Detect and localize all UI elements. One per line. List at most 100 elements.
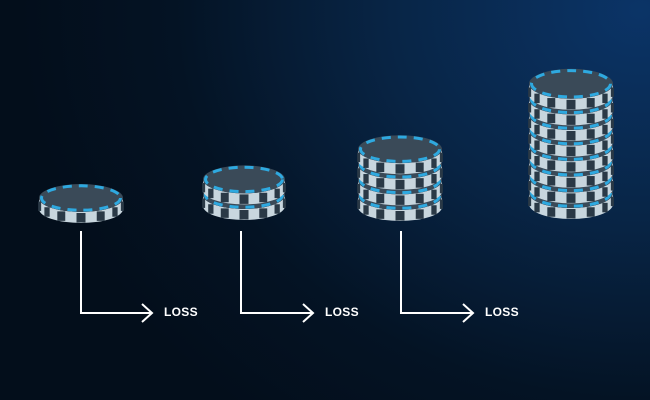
chip-stripe xyxy=(202,182,206,193)
loss-arrow-2 xyxy=(240,231,315,323)
chip-stripe xyxy=(528,103,532,113)
chip-stripe xyxy=(534,109,540,119)
chip-stripe xyxy=(528,181,532,191)
chip-stripe xyxy=(534,187,540,197)
chip-side-stripes xyxy=(38,201,124,223)
chip-stripe xyxy=(566,131,576,141)
chip-stripe xyxy=(363,205,369,215)
chip-stripe xyxy=(357,152,361,163)
chip-stripe xyxy=(282,198,286,208)
chip-stripe xyxy=(566,99,576,110)
arrow-head xyxy=(462,303,475,323)
chip-stripe xyxy=(202,198,206,208)
chip-stripe xyxy=(357,168,361,178)
chip-stripe xyxy=(528,165,532,175)
chip-stripe xyxy=(602,187,608,197)
chip-stripe xyxy=(610,149,614,160)
chip-side-stripes xyxy=(528,181,614,203)
chip-stripe xyxy=(208,204,214,214)
chip-stripe xyxy=(547,191,556,202)
chip-stripe xyxy=(363,189,369,200)
chip-side-stripes xyxy=(528,134,614,157)
chip-top xyxy=(39,184,123,212)
chip-stripe xyxy=(57,211,66,221)
chip-stripe xyxy=(534,171,540,182)
chip-stripe xyxy=(76,213,86,223)
chip-stack-2 xyxy=(202,165,286,220)
chip-accent-ring xyxy=(530,69,612,99)
chip-stripe xyxy=(610,87,614,97)
chip-stripe xyxy=(395,211,405,221)
chip-stripe xyxy=(239,194,249,204)
chip-stripe xyxy=(566,193,576,203)
chip-stripe xyxy=(566,177,576,188)
arrow-head xyxy=(141,303,154,323)
chip-stripe xyxy=(547,144,556,155)
chip-side-stripes xyxy=(357,183,443,205)
chip-stripe xyxy=(431,158,437,168)
chip-stripe xyxy=(415,193,424,204)
chip-stripe xyxy=(363,174,369,184)
chip-side-stripes xyxy=(357,168,443,190)
chip-stripe xyxy=(439,152,443,163)
chip-stripe xyxy=(534,140,540,150)
chip-stripe xyxy=(282,182,286,193)
chip-stripe xyxy=(602,171,608,182)
chip-stripe xyxy=(586,191,595,202)
chip-side-stripes xyxy=(528,118,614,141)
loss-label-3: LOSS xyxy=(485,305,519,319)
chip-stripe xyxy=(610,118,614,129)
chip-stripe xyxy=(547,176,556,186)
chip-stripe xyxy=(376,178,385,188)
chip-stripe xyxy=(220,192,229,203)
chip-stripe xyxy=(586,144,595,155)
chip-side-stripes xyxy=(357,199,443,221)
chip-side-stripes xyxy=(528,165,614,188)
chip-stripe xyxy=(610,165,614,175)
chip-side-stripes xyxy=(202,198,286,220)
chip-stripe xyxy=(363,158,369,168)
poker-chip xyxy=(357,135,443,175)
chip-stripe xyxy=(431,205,437,215)
chip-stripe xyxy=(602,202,608,213)
chip-stripe xyxy=(259,192,268,203)
chip-stripe xyxy=(239,210,249,220)
chip-side-stripes xyxy=(202,182,286,204)
arrow-line xyxy=(80,231,152,314)
chip-stripe xyxy=(586,176,595,186)
chip-stripe xyxy=(610,181,614,191)
chip-stripe xyxy=(96,211,105,221)
chip-side-stripes xyxy=(528,103,614,125)
poker-chip xyxy=(528,68,614,110)
poker-chip xyxy=(202,165,286,205)
loss-arrow-3 xyxy=(400,231,475,323)
chip-stripe xyxy=(112,207,118,217)
chip-stripe xyxy=(586,113,595,124)
chip-stripe xyxy=(602,140,608,150)
chip-accent-ring xyxy=(359,135,441,163)
chip-stripe xyxy=(534,156,540,166)
chip-stripe xyxy=(602,156,608,166)
chip-stripe xyxy=(395,195,405,205)
chip-stripe xyxy=(395,164,405,174)
chip-stripe xyxy=(586,160,595,170)
chip-stripe xyxy=(602,93,608,104)
chip-stripe xyxy=(431,189,437,200)
chip-stripe xyxy=(610,134,614,144)
chip-stack-3 xyxy=(357,135,443,221)
chip-stripe xyxy=(528,149,532,160)
poker-chip xyxy=(38,184,124,223)
chip-stripe xyxy=(38,201,42,211)
loss-label-2: LOSS xyxy=(325,305,359,319)
chip-stripe xyxy=(528,134,532,144)
chip-side-stripes xyxy=(357,152,443,174)
chip-stripe xyxy=(259,208,268,218)
chip-stripe xyxy=(208,188,214,199)
chip-stripe xyxy=(431,174,437,184)
chip-top xyxy=(358,135,442,164)
chip-stripe xyxy=(415,162,424,173)
chip-stripe xyxy=(586,98,595,108)
chip-stripe xyxy=(610,196,614,207)
chip-stripe xyxy=(439,183,443,194)
